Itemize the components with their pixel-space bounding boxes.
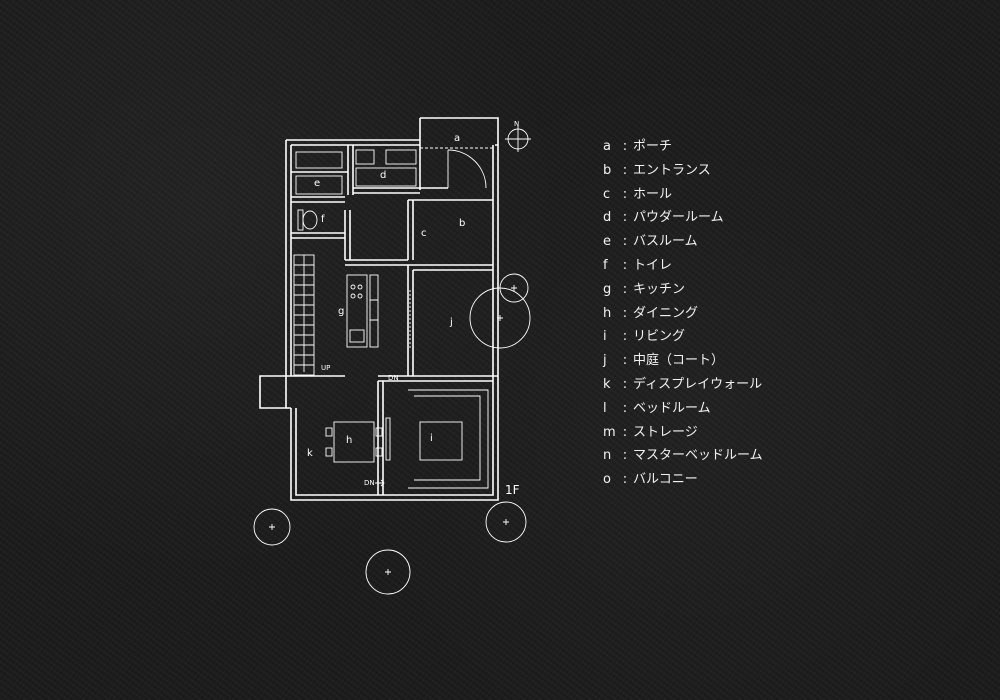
legend-name: キッチン (633, 281, 686, 297)
legend-item-l: l: ベッドルーム (603, 400, 763, 424)
legend-item-n: n: マスターベッドルーム (603, 447, 763, 471)
legend-separator: : (622, 234, 628, 250)
legend-name: 中庭（コート） (633, 353, 725, 369)
stair-up-label: UP (321, 364, 330, 372)
room-label-a: a (454, 133, 460, 144)
legend-item-e: e: バスルーム (603, 233, 763, 257)
legend-item-h: h: ダイニング (603, 305, 763, 329)
legend-separator: : (622, 162, 628, 178)
legend-item-a: a: ポーチ (603, 138, 763, 162)
legend-separator: : (622, 353, 628, 369)
legend-separator: : (622, 329, 628, 345)
toilet-fixture (297, 209, 318, 231)
legend-separator: : (622, 448, 628, 464)
legend-separator: : (622, 186, 628, 202)
legend-name: ポーチ (633, 139, 673, 154)
legend-key: k (603, 376, 611, 392)
legend-separator: : (622, 305, 628, 321)
porch-outline (419, 117, 499, 149)
legend-name: トイレ (633, 257, 673, 273)
tree-marks (269, 285, 517, 575)
legend-key: h (603, 305, 612, 321)
legend-separator: : (622, 210, 628, 226)
legend-item-b: b: エントランス (603, 162, 763, 186)
legend-separator: : (622, 376, 628, 392)
legend-name: リビング (633, 329, 686, 345)
legend-name: ディスプレイウォール (633, 376, 763, 392)
kitchen-fixtures (346, 274, 379, 348)
room-label-k: k (307, 448, 313, 459)
interior-walls (291, 145, 498, 495)
legend-separator: : (622, 472, 628, 488)
room-label-e: e (314, 178, 320, 189)
legend-name: ベッドルーム (633, 400, 711, 416)
legend-key: b (603, 162, 612, 178)
north-arrow-icon: N (505, 120, 531, 152)
legend-key: l (603, 400, 607, 416)
bath-fixtures (295, 149, 417, 195)
legend-key: a (603, 139, 611, 154)
legend-key: e (603, 234, 611, 250)
stair-indicators: UP DN DN (321, 364, 399, 487)
room-label-c: c (421, 228, 427, 239)
legend-separator: : (622, 400, 628, 416)
room-label-j: j (449, 317, 453, 328)
legend-name: ダイニング (633, 305, 699, 321)
room-legend: a: ポーチ b: エントランス c: ホール d: パウダールーム e: バスルーム f… (603, 138, 763, 495)
legend-name: ストレージ (633, 424, 698, 440)
down-arrow-icon (375, 479, 385, 487)
north-label: N (514, 120, 519, 128)
legend-item-m: m: ストレージ (603, 424, 763, 448)
legend-separator: : (622, 139, 628, 154)
legend-name: バルコニー (633, 472, 698, 488)
legend-item-d: d: パウダールーム (603, 209, 763, 233)
room-label-f: f (321, 214, 325, 225)
side-balcony (259, 375, 287, 409)
legend-key: g (603, 281, 612, 297)
room-label-g: g (338, 306, 344, 317)
legend-key: i (603, 329, 607, 345)
legend-item-i: i: リビング (603, 328, 763, 352)
legend-item-k: k: ディスプレイウォール (603, 376, 763, 400)
legend-name: ホール (633, 186, 673, 202)
room-label-b: b (459, 218, 465, 229)
room-labels: a b c d e f g h i j k (307, 133, 465, 459)
room-label-i: i (430, 433, 433, 444)
legend-key: n (603, 448, 612, 464)
entrance-door (420, 149, 487, 189)
legend-item-c: c: ホール (603, 186, 763, 210)
stair-down-label-2: DN (364, 479, 375, 487)
legend-separator: : (622, 281, 628, 297)
legend-name: エントランス (633, 162, 711, 178)
legend-key: c (603, 186, 611, 202)
room-label-d: d (380, 170, 386, 181)
legend-key: d (603, 210, 612, 226)
legend-item-g: g: キッチン (603, 281, 763, 305)
legend-item-j: j: 中庭（コート） (603, 352, 763, 376)
legend-separator: : (622, 424, 628, 440)
trees (253, 273, 531, 595)
stair-down-label-1: DN (388, 374, 399, 382)
legend-name: パウダールーム (633, 210, 724, 226)
legend-name: マスターベッドルーム (633, 448, 763, 464)
legend-key: j (603, 353, 607, 369)
floor-label: 1F (505, 483, 520, 497)
legend-item-o: o: バルコニー (603, 471, 763, 495)
dining-table (325, 417, 391, 463)
legend-item-f: f: トイレ (603, 257, 763, 281)
legend-name: バスルーム (633, 234, 698, 250)
legend-key: f (603, 257, 608, 273)
legend-separator: : (622, 257, 628, 273)
legend-key: m (603, 424, 616, 440)
room-label-h: h (346, 435, 352, 446)
stairs (293, 254, 315, 376)
legend-key: o (603, 472, 611, 488)
living-sofa (408, 389, 489, 489)
